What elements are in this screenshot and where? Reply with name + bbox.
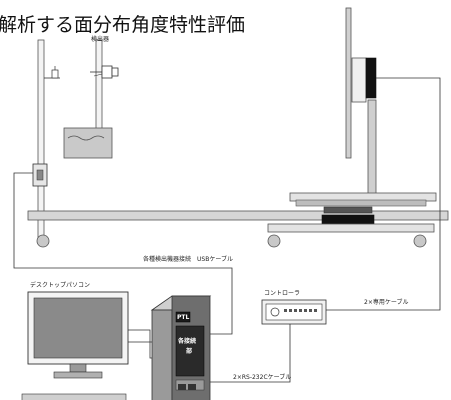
diagram-title: 解析する面分布角度特性評価 [0, 14, 246, 36]
tower-label-1: 各接続 [178, 338, 197, 345]
sample-tank [63, 127, 113, 159]
camera-detector-icon [90, 65, 119, 79]
controller-label: コントローラ [264, 290, 301, 297]
pc-badge [175, 311, 191, 323]
pc-connection-panel [175, 325, 205, 377]
pc-badge-text: PTL [177, 314, 190, 321]
controller-box [261, 299, 327, 325]
tower-label-2: 部 [186, 348, 193, 355]
small-sensor [44, 66, 60, 79]
usb-connection-label: 各種検出機器接続 USBケーブル [143, 256, 233, 263]
left-detector-stand [36, 39, 103, 248]
dedicated-cable-label: 2×専用ケーブル [364, 299, 409, 306]
pc-tower [150, 295, 212, 400]
right-stand [267, 7, 437, 248]
left-wheel [36, 234, 50, 248]
detector-label: 検出器 [91, 36, 110, 43]
right-wheel-right [413, 234, 427, 248]
rs232c-cable-label: 2×RS-232Cケーブル [233, 374, 292, 381]
right-wheel-left [267, 234, 281, 248]
sample-black-block [365, 57, 377, 99]
desktop-monitor [21, 291, 129, 400]
rail-base [27, 210, 449, 221]
desktop-pc-label: デスクトップパソコン [30, 282, 91, 289]
